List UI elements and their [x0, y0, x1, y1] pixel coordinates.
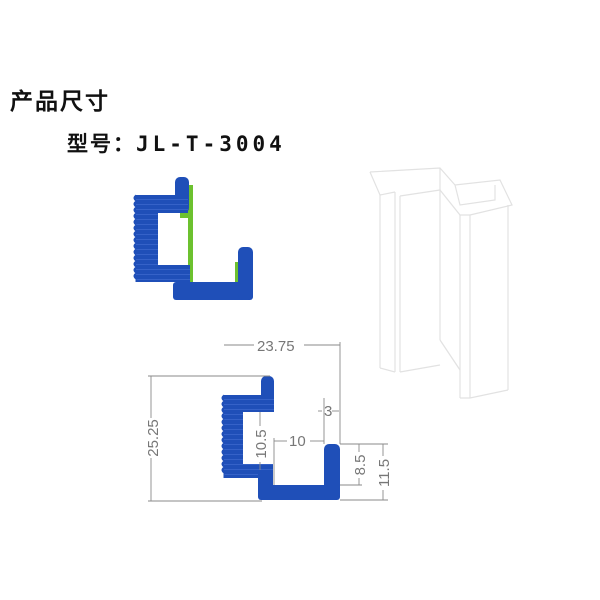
- dim-right-wall-outer: 11.5: [376, 459, 393, 487]
- dim-overall-width: 23.75: [257, 338, 295, 355]
- dim-inner-height: 10.5: [253, 429, 270, 458]
- model-line: 型号：JL-T-3004: [67, 131, 286, 157]
- dimension-lines: [148, 342, 388, 502]
- dim-lip-width: 3: [324, 403, 332, 420]
- model-label: 型号：: [67, 132, 136, 156]
- bottom-profile: [221, 376, 340, 500]
- iso-view: [369, 167, 513, 399]
- page-title: 产品尺寸: [10, 89, 110, 115]
- blue-profile: [133, 177, 253, 300]
- top-profile: [133, 177, 253, 300]
- dim-overall-height: 25.25: [145, 419, 162, 457]
- dim-inner-width: 10: [289, 433, 306, 450]
- dim-right-wall-inner: 8.5: [352, 455, 369, 476]
- model-code: JL-T-3004: [136, 132, 286, 156]
